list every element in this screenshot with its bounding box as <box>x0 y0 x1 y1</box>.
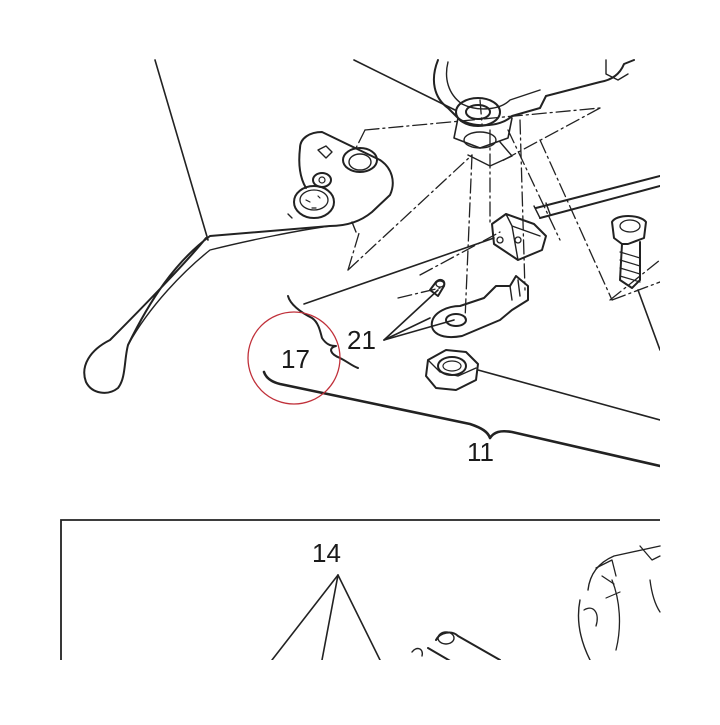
callout-14-label: 14 <box>312 538 341 568</box>
pivot-bolt <box>611 215 647 289</box>
callout-21-leader-c <box>383 317 431 341</box>
brake-light-switch <box>491 213 547 261</box>
callout-21-leader-a <box>383 289 439 341</box>
bolt-leader-line <box>637 289 660 351</box>
callout-11-label: 11 <box>467 437 494 467</box>
brace-17 <box>287 295 359 369</box>
highlight-circle <box>247 311 341 405</box>
callout-17-label: 17 <box>281 344 310 374</box>
pivot-leader-line <box>353 59 456 111</box>
callout-14-leaders <box>271 574 381 660</box>
nut-leader-line <box>477 369 660 421</box>
assembly-axis-lines <box>347 99 660 321</box>
lock-nut <box>425 349 479 391</box>
small-pin <box>429 278 446 297</box>
callout-21-label: 21 <box>347 325 376 355</box>
brake-lever <box>83 131 394 394</box>
master-cylinder-assembly <box>432 59 635 167</box>
brace-11 <box>262 370 660 468</box>
lower-panel <box>60 519 661 660</box>
lower-caliper-sketch <box>411 545 661 660</box>
lower-panel-frame <box>60 519 660 660</box>
lever-leader-line <box>154 59 209 241</box>
switch-bracket <box>430 275 529 338</box>
brake-light-switch-rod <box>533 175 660 219</box>
callout-17-leader <box>303 237 495 305</box>
callout-21-leader-b <box>383 319 455 341</box>
